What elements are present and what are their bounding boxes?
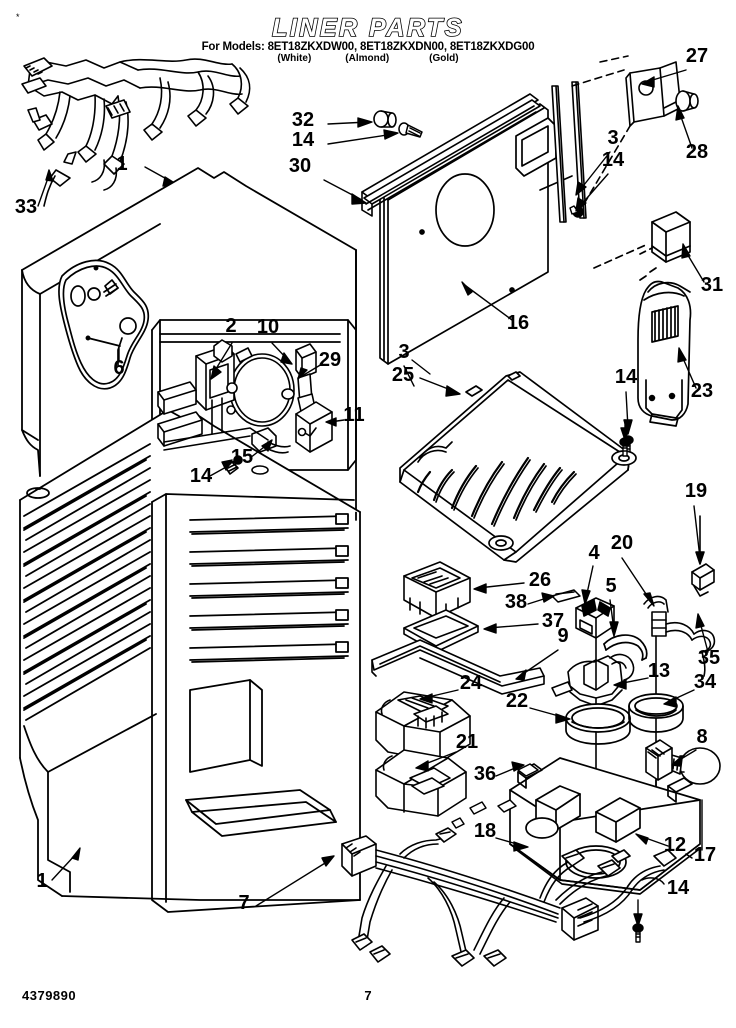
callout-9: 9 [557,625,568,647]
callout-7: 7 [238,892,249,914]
corner-registration-mark: * [16,12,20,22]
callout-4: 4 [588,542,600,564]
part-plug-28 [675,90,699,112]
model-list: For Models: 8ET18ZKXDW00, 8ET18ZKXDN00, … [201,41,535,53]
callout-30: 30 [289,155,311,177]
callout-8: 8 [696,726,707,748]
callout-33: 33 [15,196,37,218]
part-knob-4 [575,597,615,813]
finish-almond: (Almond) [345,53,390,64]
callout-15: 15 [231,446,253,468]
callout-35: 35 [698,647,720,669]
callout-26: 26 [529,569,551,591]
callout-22: 22 [506,690,528,712]
part-liner-cabinet [19,167,361,913]
callout-18: 18 [474,820,496,842]
part-bracket-27 [571,55,681,215]
leaders-cover [411,359,630,441]
document-number: 4379890 [22,988,77,1003]
callout-25: 25 [392,364,414,386]
callout-27: 27 [686,45,708,67]
leader-33 [37,169,54,207]
callout-2: 2 [225,315,236,337]
callout-14-e: 14 [667,877,690,899]
callout-34: 34 [694,671,717,693]
callout-leaders [51,69,709,907]
part-damper-control-13 [551,653,635,707]
part-seal-ring-22 [565,703,631,745]
callout-12: 12 [664,834,686,856]
part-light-bulb-8 [665,747,721,785]
part-trim-strip [361,93,541,217]
part-gasket-frame-37 [403,609,479,653]
callout-11: 11 [343,404,364,426]
callout-14-b: 14 [602,149,625,171]
callout-5: 5 [605,575,616,597]
part-control-housing-24 [375,691,471,763]
page-title: LINER PARTS [271,13,464,43]
callout-3-b: 3 [398,341,409,363]
callout-29: 29 [319,349,341,371]
part-cap-plug [373,110,397,128]
part-evaporator-cover [399,371,637,563]
callout-38: 38 [505,591,527,613]
callout-32: 32 [292,109,314,131]
part-bracket-19 [691,515,715,597]
callout-13: 13 [648,660,670,682]
part-retainer-38 [551,589,581,603]
finish-white: (White) [277,53,312,64]
finish-gold: (Gold) [429,53,459,64]
callout-17: 17 [694,844,716,866]
part-wire-harness-upper [21,57,251,207]
leaders-fan [209,342,345,477]
callout-23: 23 [691,380,713,402]
callout-36: 36 [474,763,496,785]
part-fan-assembly [157,339,333,475]
part-bracket-36 [517,763,539,777]
part-drain-trough [371,639,545,695]
part-air-duct [593,243,692,427]
part-screw-32 [398,122,423,138]
part-rear-panel [379,103,573,365]
callout-6: 6 [113,357,124,379]
part-lens-cover-17 [641,853,693,885]
part-hinge-plate [58,259,150,390]
part-duct-cap [651,211,691,263]
part-loose-small [451,799,517,829]
callout-37: 37 [542,610,564,632]
callout-21: 21 [456,731,478,753]
callout-28: 28 [686,141,708,163]
callout-24: 24 [460,672,483,694]
callout-10: 10 [257,316,279,338]
callout-14-d: 14 [190,465,213,487]
part-spring-clip-5 [603,634,648,661]
callout-1-bottom: 1 [36,870,47,892]
page-number: 7 [364,988,372,1003]
part-screw-bottom [632,899,644,943]
callout-1-top: 1 [116,153,127,175]
callout-19: 19 [685,480,707,502]
part-base-housing-12 [509,757,701,895]
finish-labels: (White) (Almond) (Gold) [0,53,736,64]
callout-3-a: 3 [607,127,618,149]
part-thermostat-housing [403,561,471,619]
callout-20: 20 [611,532,633,554]
callout-16: 16 [507,312,529,334]
callout-31: 31 [701,274,723,296]
part-housing-cover-21 [375,749,467,817]
part-main-wire-harness [341,827,677,967]
callout-labels: 33 1 32 14 30 27 28 3 14 16 31 23 14 2 1… [15,45,723,914]
callout-14-c: 14 [615,366,638,388]
callout-14-a: 14 [292,129,315,151]
